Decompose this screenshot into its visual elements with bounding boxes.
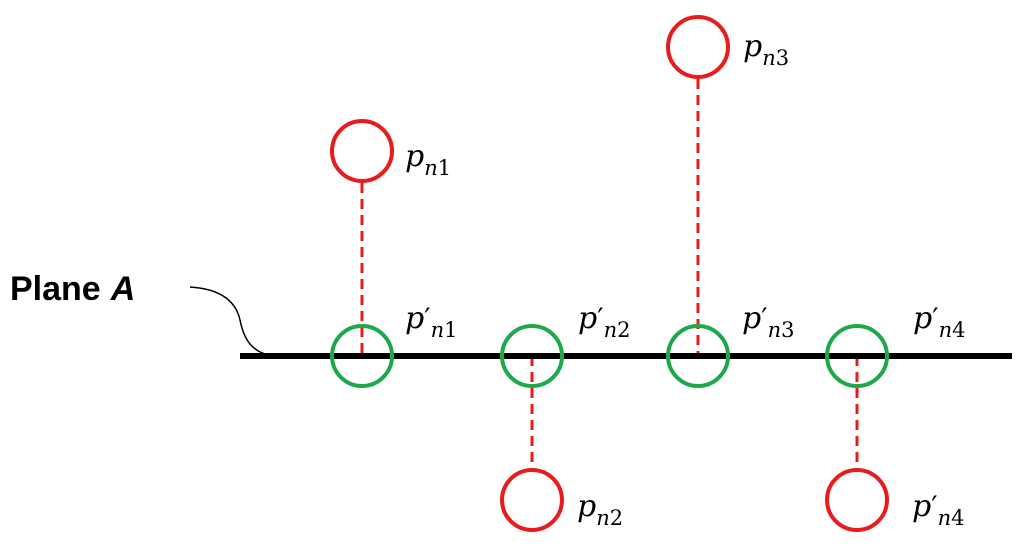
point-circle-3: [666, 15, 730, 79]
point-label-3: pn3: [743, 29, 789, 70]
projection-label-3: p′n3: [742, 301, 794, 342]
projection-label-2: p′n2: [578, 301, 630, 342]
point-circle-2: [500, 468, 564, 532]
point-label-1: pn1: [405, 139, 451, 180]
projection-circle-3: [666, 324, 730, 388]
point-circle-4: [825, 468, 889, 532]
plane-label-word: Plane: [10, 270, 101, 308]
point-label-4: p′n4: [912, 489, 964, 530]
point-label-2: pn2: [577, 489, 623, 530]
plane-leader-curve: [189, 286, 273, 357]
projection-circle-4: [825, 324, 889, 388]
point-circle-1: [330, 119, 394, 183]
projection-label-1: p′n1: [405, 301, 457, 342]
plane-label-letter: A: [110, 270, 136, 308]
projection-circle-2: [500, 324, 564, 388]
projection-label-4: p′n4: [913, 301, 965, 342]
projection-circle-1: [330, 324, 394, 388]
